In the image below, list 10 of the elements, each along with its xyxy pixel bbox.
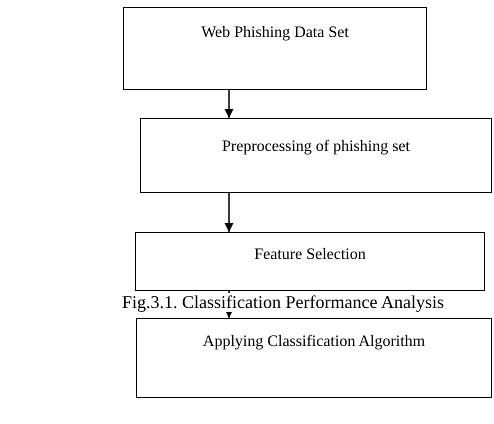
box-label: Feature Selection	[254, 246, 366, 264]
box-label: Web Phishing Data Set	[201, 24, 349, 42]
process-box	[135, 232, 485, 291]
box-label: Applying Classification Algorithm	[202, 333, 426, 351]
process-box	[123, 7, 427, 90]
process-box	[136, 318, 492, 398]
arrow	[224, 90, 234, 118]
process-box	[140, 118, 492, 193]
arrow	[224, 193, 234, 232]
box-label: Preprocessing of phishing set	[222, 138, 410, 156]
